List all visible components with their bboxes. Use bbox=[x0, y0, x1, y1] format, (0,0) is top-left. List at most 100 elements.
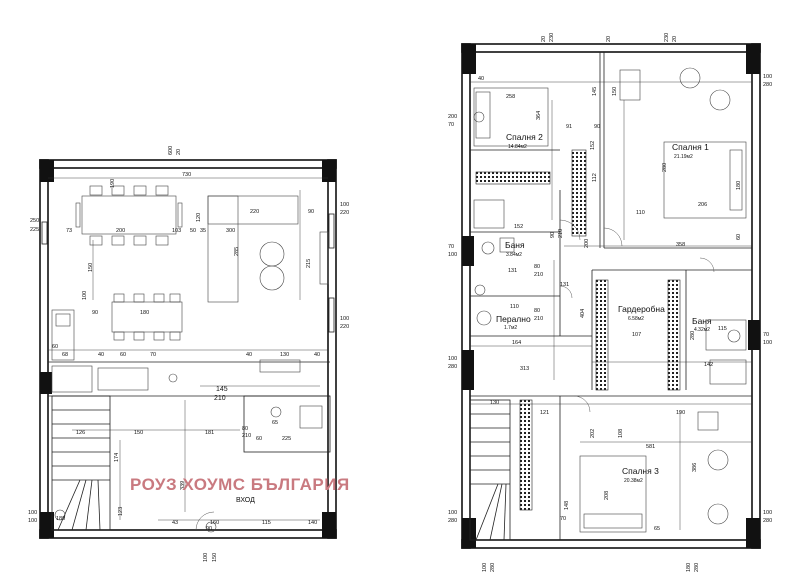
dim-label: 90 bbox=[594, 124, 600, 130]
dim-label: 90 bbox=[550, 232, 556, 238]
dim-label: 230 bbox=[549, 33, 555, 42]
dim-label: 131 bbox=[560, 282, 569, 288]
dim-label: 210 bbox=[558, 229, 564, 238]
dim-label: 100 bbox=[763, 340, 772, 346]
dim-label: 200 bbox=[584, 239, 590, 248]
room-name-bedroom2: Спалня 2 bbox=[506, 132, 543, 142]
room-area-bath2: 4.32м2 bbox=[694, 327, 710, 333]
dim-label: 210 bbox=[242, 433, 251, 439]
dim-label: 73 bbox=[66, 228, 72, 234]
dim-label: 20 bbox=[672, 36, 678, 42]
dim-label: 100 bbox=[340, 316, 349, 322]
dim-label: 280 bbox=[763, 518, 772, 524]
dim-label: 110 bbox=[510, 304, 519, 310]
room-name-laundry: Перално bbox=[496, 314, 531, 324]
dim-label: 215 bbox=[306, 259, 312, 268]
dim-label: 150 bbox=[212, 553, 218, 562]
room-name-bedroom3: Спалня 3 bbox=[622, 466, 659, 476]
dim-label: 50 bbox=[190, 228, 196, 234]
dim-label: 180 bbox=[736, 181, 742, 190]
room-area-bedroom2: 14.84м2 bbox=[508, 144, 527, 150]
dim-label: 140 bbox=[308, 520, 317, 526]
dim-label: 60 bbox=[52, 344, 58, 350]
company-watermark: РОУЗ ХОУМС БЪЛГАРИЯ bbox=[130, 475, 350, 494]
dim-label: 60 bbox=[736, 234, 742, 240]
dim-label: 285 bbox=[234, 247, 240, 256]
dim-label: 280 bbox=[662, 163, 668, 172]
dim-label: 115 bbox=[718, 326, 727, 332]
dim-label: 100 bbox=[763, 74, 772, 80]
dim-label: 220 bbox=[340, 210, 349, 216]
dim-label: 100 bbox=[448, 252, 457, 258]
room-area-bedroom3: 20.38м2 bbox=[624, 478, 643, 484]
room-area-bedroom1: 21.19м2 bbox=[674, 154, 693, 160]
dim-label: 40 bbox=[314, 352, 320, 358]
dim-label: 70 bbox=[150, 352, 156, 358]
dim-label: 100 bbox=[482, 563, 488, 572]
dim-label: 40 bbox=[246, 352, 252, 358]
dim-label: 100 bbox=[448, 510, 457, 516]
room-name-bath2: Баня bbox=[692, 316, 712, 326]
dim-label: 60 bbox=[256, 436, 262, 442]
dim-label: 130 bbox=[280, 352, 289, 358]
room-name-bedroom1: Спалня 1 bbox=[672, 142, 709, 152]
dim-label: 40 bbox=[98, 352, 104, 358]
dim-label: 130 bbox=[490, 400, 499, 406]
dim-label: 160 bbox=[210, 520, 219, 526]
dim-label: 220 bbox=[250, 209, 259, 215]
dim-label: 210 bbox=[534, 316, 543, 322]
room-area-bath1: 3.84м2 bbox=[506, 252, 522, 258]
dim-label: 150 bbox=[612, 87, 618, 96]
dim-label: 230 bbox=[664, 33, 670, 42]
dim-label: 202 bbox=[590, 429, 596, 438]
dim-label: 100 bbox=[28, 518, 37, 524]
dim-label: 210 bbox=[534, 272, 543, 278]
dim-label: 200 bbox=[116, 228, 125, 234]
dim-label: 70 bbox=[448, 244, 454, 250]
dim-label: 110 bbox=[636, 210, 645, 216]
dim-label: 150 bbox=[88, 263, 94, 272]
dim-label: 600 bbox=[168, 146, 174, 155]
dim-label: 100 bbox=[340, 202, 349, 208]
dim-label: 280 bbox=[763, 82, 772, 88]
dim-label: 200 bbox=[448, 114, 457, 120]
dim-label: 65 bbox=[654, 526, 660, 532]
dim-label: 80 bbox=[534, 264, 540, 270]
dim-label: 145 bbox=[592, 87, 598, 96]
dim-label: 313 bbox=[520, 366, 529, 372]
dim-label: 152 bbox=[590, 141, 596, 150]
dim-label: 80 bbox=[534, 308, 540, 314]
dim-label: 210 bbox=[214, 395, 226, 402]
dim-label: 145 bbox=[216, 386, 228, 393]
dim-label: 70 bbox=[763, 332, 769, 338]
dim-label: 280 bbox=[694, 563, 700, 572]
dim-label: 100 bbox=[763, 510, 772, 516]
dim-label: 180 bbox=[686, 563, 692, 572]
dim-label: 100 bbox=[82, 291, 88, 300]
dim-label: 68 bbox=[62, 352, 68, 358]
dim-label: 20 bbox=[176, 149, 182, 155]
dim-label: 174 bbox=[114, 453, 120, 462]
dim-label: 91 bbox=[566, 124, 572, 130]
dim-label: 131 bbox=[508, 268, 517, 274]
upper-floor-plan: 20 230 20 230 20 200 70 70 100 100 280 1… bbox=[448, 33, 772, 572]
room-name-wardrobe: Гардеробна bbox=[618, 304, 665, 314]
dim-label: 280 bbox=[448, 364, 457, 370]
dim-label: 280 bbox=[690, 331, 696, 340]
dim-label: 108 bbox=[618, 429, 624, 438]
dim-label: 164 bbox=[512, 340, 521, 346]
dim-label: 123 bbox=[118, 507, 124, 516]
room-area-wardrobe: 6.58м2 bbox=[628, 316, 644, 322]
dim-label: 112 bbox=[592, 173, 598, 182]
dim-label: 126 bbox=[76, 430, 85, 436]
dim-label: 190 bbox=[676, 410, 685, 416]
dim-label: 100 bbox=[448, 356, 457, 362]
dim-label: 150 bbox=[134, 430, 143, 436]
entrance-label: ВХОД bbox=[236, 497, 255, 504]
dim-label: 300 bbox=[226, 228, 235, 234]
dim-label: 35 bbox=[200, 228, 206, 234]
dim-label: 80 bbox=[242, 426, 248, 432]
dim-label: 581 bbox=[646, 444, 655, 450]
dim-label: 386 bbox=[692, 463, 698, 472]
dim-label: 208 bbox=[604, 491, 610, 500]
